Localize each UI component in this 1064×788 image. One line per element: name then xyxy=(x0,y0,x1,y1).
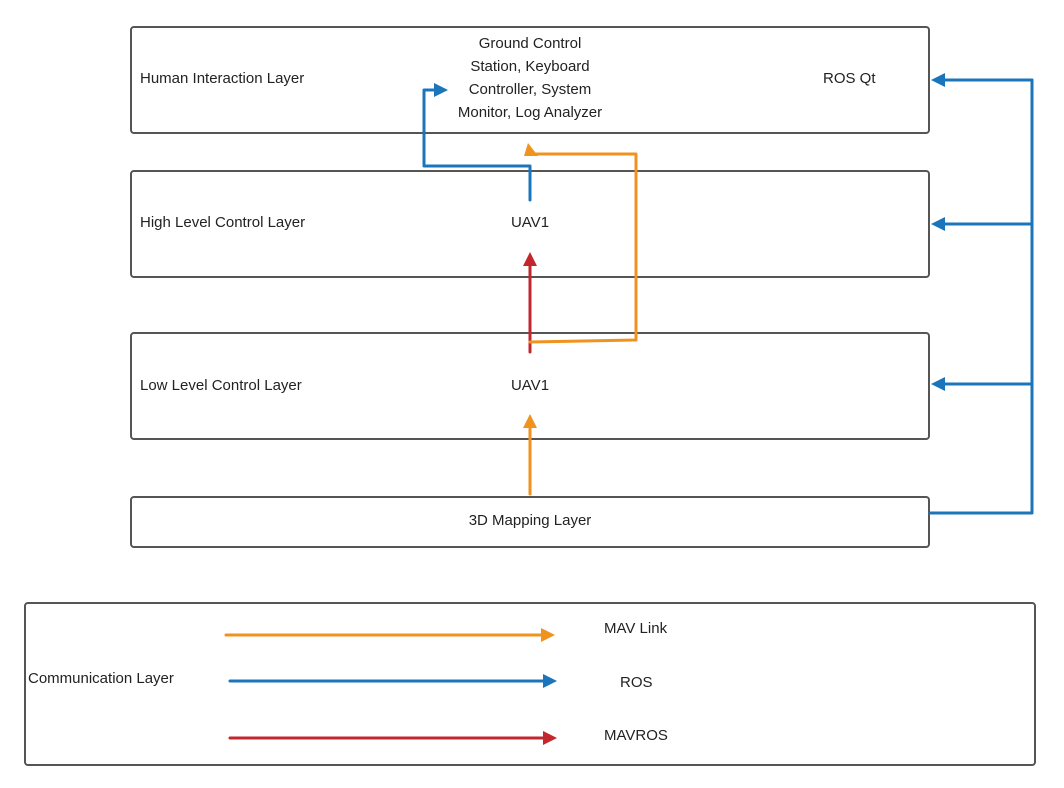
low-level-control-layer-label: Low Level Control Layer xyxy=(140,377,302,394)
arrowhead-ros-into-low xyxy=(931,377,945,391)
ground-control-line-3: Controller, System xyxy=(468,81,592,98)
mapping-layer-box xyxy=(130,496,930,548)
legend-mavlink-label: MAV Link xyxy=(604,620,668,637)
ground-control-line-4: Monitor, Log Analyzer xyxy=(457,104,603,121)
arrowhead-ros-into-high xyxy=(931,217,945,231)
legend-ros-label: ROS xyxy=(620,674,653,691)
legend-mavros-label: MAVROS xyxy=(604,727,668,744)
communication-layer-box xyxy=(24,602,1036,766)
mapping-layer-label: 3D Mapping Layer xyxy=(468,512,592,529)
high-level-uav1-label: UAV1 xyxy=(510,214,550,231)
ros-bus-vertical xyxy=(928,78,1034,515)
ground-control-line-1: Ground Control xyxy=(478,35,582,52)
arrowhead-mavlink-into-human xyxy=(524,143,538,156)
human-interaction-layer-label: Human Interaction Layer xyxy=(140,70,305,87)
ros-qt-label: ROS Qt xyxy=(823,70,876,87)
arrowhead-ros-into-human-right xyxy=(931,73,945,87)
low-level-uav1-label: UAV1 xyxy=(510,377,550,394)
high-level-control-layer-label: High Level Control Layer xyxy=(140,214,306,231)
ground-control-line-2: Station, Keyboard xyxy=(470,58,590,75)
communication-layer-label: Communication Layer xyxy=(28,670,174,687)
